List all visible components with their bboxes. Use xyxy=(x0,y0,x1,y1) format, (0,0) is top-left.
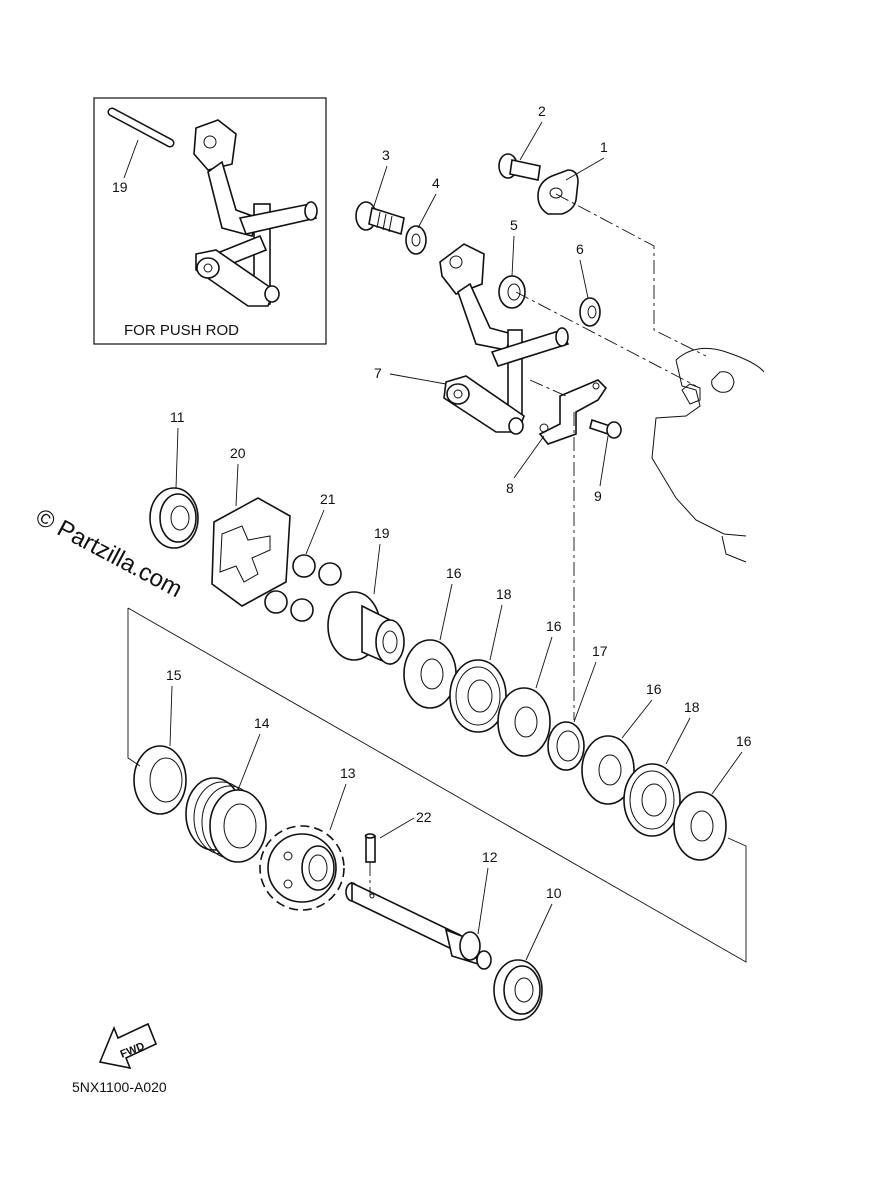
part-5-collar xyxy=(498,275,526,309)
callout-16-d: 16 xyxy=(736,733,752,749)
callout-21: 21 xyxy=(320,491,336,507)
callout-16-c: 16 xyxy=(646,681,662,697)
callout-7: 7 xyxy=(374,365,382,381)
callout-11: 11 xyxy=(170,409,185,425)
engine-case-outline xyxy=(651,347,765,563)
callout-14: 14 xyxy=(254,715,270,731)
part-23-rod xyxy=(107,107,175,148)
inset-lever-assembly xyxy=(193,119,318,307)
callout-17: 17 xyxy=(592,643,608,659)
part-2-bolt xyxy=(498,153,541,181)
callout-16-b: 16 xyxy=(546,618,562,634)
callout-4: 4 xyxy=(432,175,440,191)
part-6-washer xyxy=(579,297,601,327)
part-1-plate xyxy=(537,169,579,215)
callout-8: 8 xyxy=(506,480,514,496)
inset-caption: FOR PUSH ROD xyxy=(124,322,239,339)
part-22-pin xyxy=(364,833,376,863)
part-12-shaft xyxy=(345,881,492,970)
callout-9: 9 xyxy=(594,488,602,504)
lower-assembly xyxy=(127,487,747,1021)
callouts: 1 2 3 4 5 6 7 8 9 10 11 12 13 14 15 16 1… xyxy=(166,103,752,961)
callout-18-b: 18 xyxy=(684,699,700,715)
part-7-lever xyxy=(439,243,570,435)
chain-line-1 xyxy=(555,193,707,357)
chain-line-4 xyxy=(529,379,567,397)
part-20-guide xyxy=(211,497,291,607)
part-8-bracket xyxy=(538,379,608,445)
part-18-bearing-b xyxy=(623,763,681,837)
callout-18-a: 18 xyxy=(496,586,512,602)
callout-15: 15 xyxy=(166,667,182,683)
part-3-bolt xyxy=(355,201,405,236)
callout-20: 20 xyxy=(230,445,246,461)
push-rod-inset: 19 FOR PUSH ROD xyxy=(93,97,327,345)
part-21-balls xyxy=(264,554,342,622)
part-16-washer-a xyxy=(403,639,457,709)
callout-2: 2 xyxy=(538,103,546,119)
part-16-washer-d xyxy=(673,791,727,861)
part-17-collar xyxy=(547,721,585,771)
callout-10: 10 xyxy=(546,885,562,901)
callout-16-a: 16 xyxy=(446,565,462,581)
part-11-bearing xyxy=(149,487,199,549)
callout-3: 3 xyxy=(382,147,390,163)
assembly-frame xyxy=(127,607,747,963)
part-15-seal xyxy=(133,745,187,815)
part-14-spring xyxy=(185,777,267,863)
callout-5: 5 xyxy=(510,217,518,233)
fwd-arrow: FWD xyxy=(98,1022,158,1070)
part-16-washer-c xyxy=(581,735,635,805)
callout-12: 12 xyxy=(482,849,498,865)
part-10-bearing xyxy=(493,959,543,1021)
part-4-washer xyxy=(405,225,427,255)
part-16-washer-b xyxy=(497,687,551,757)
callout-22: 22 xyxy=(416,809,432,825)
part-13-gear xyxy=(259,825,345,911)
part-19-collar xyxy=(327,591,405,666)
chain-line-2 xyxy=(515,291,697,387)
part-9-screw xyxy=(589,418,622,439)
callout-23: 19 xyxy=(112,179,128,195)
callout-13: 13 xyxy=(340,765,356,781)
callout-19: 19 xyxy=(374,525,390,541)
diagram-code: 5NX1100-A020 xyxy=(72,1079,167,1095)
part-18-bearing-a xyxy=(449,659,507,733)
upper-assembly xyxy=(355,153,765,720)
callout-1: 1 xyxy=(600,139,608,155)
callout-6: 6 xyxy=(576,241,584,257)
